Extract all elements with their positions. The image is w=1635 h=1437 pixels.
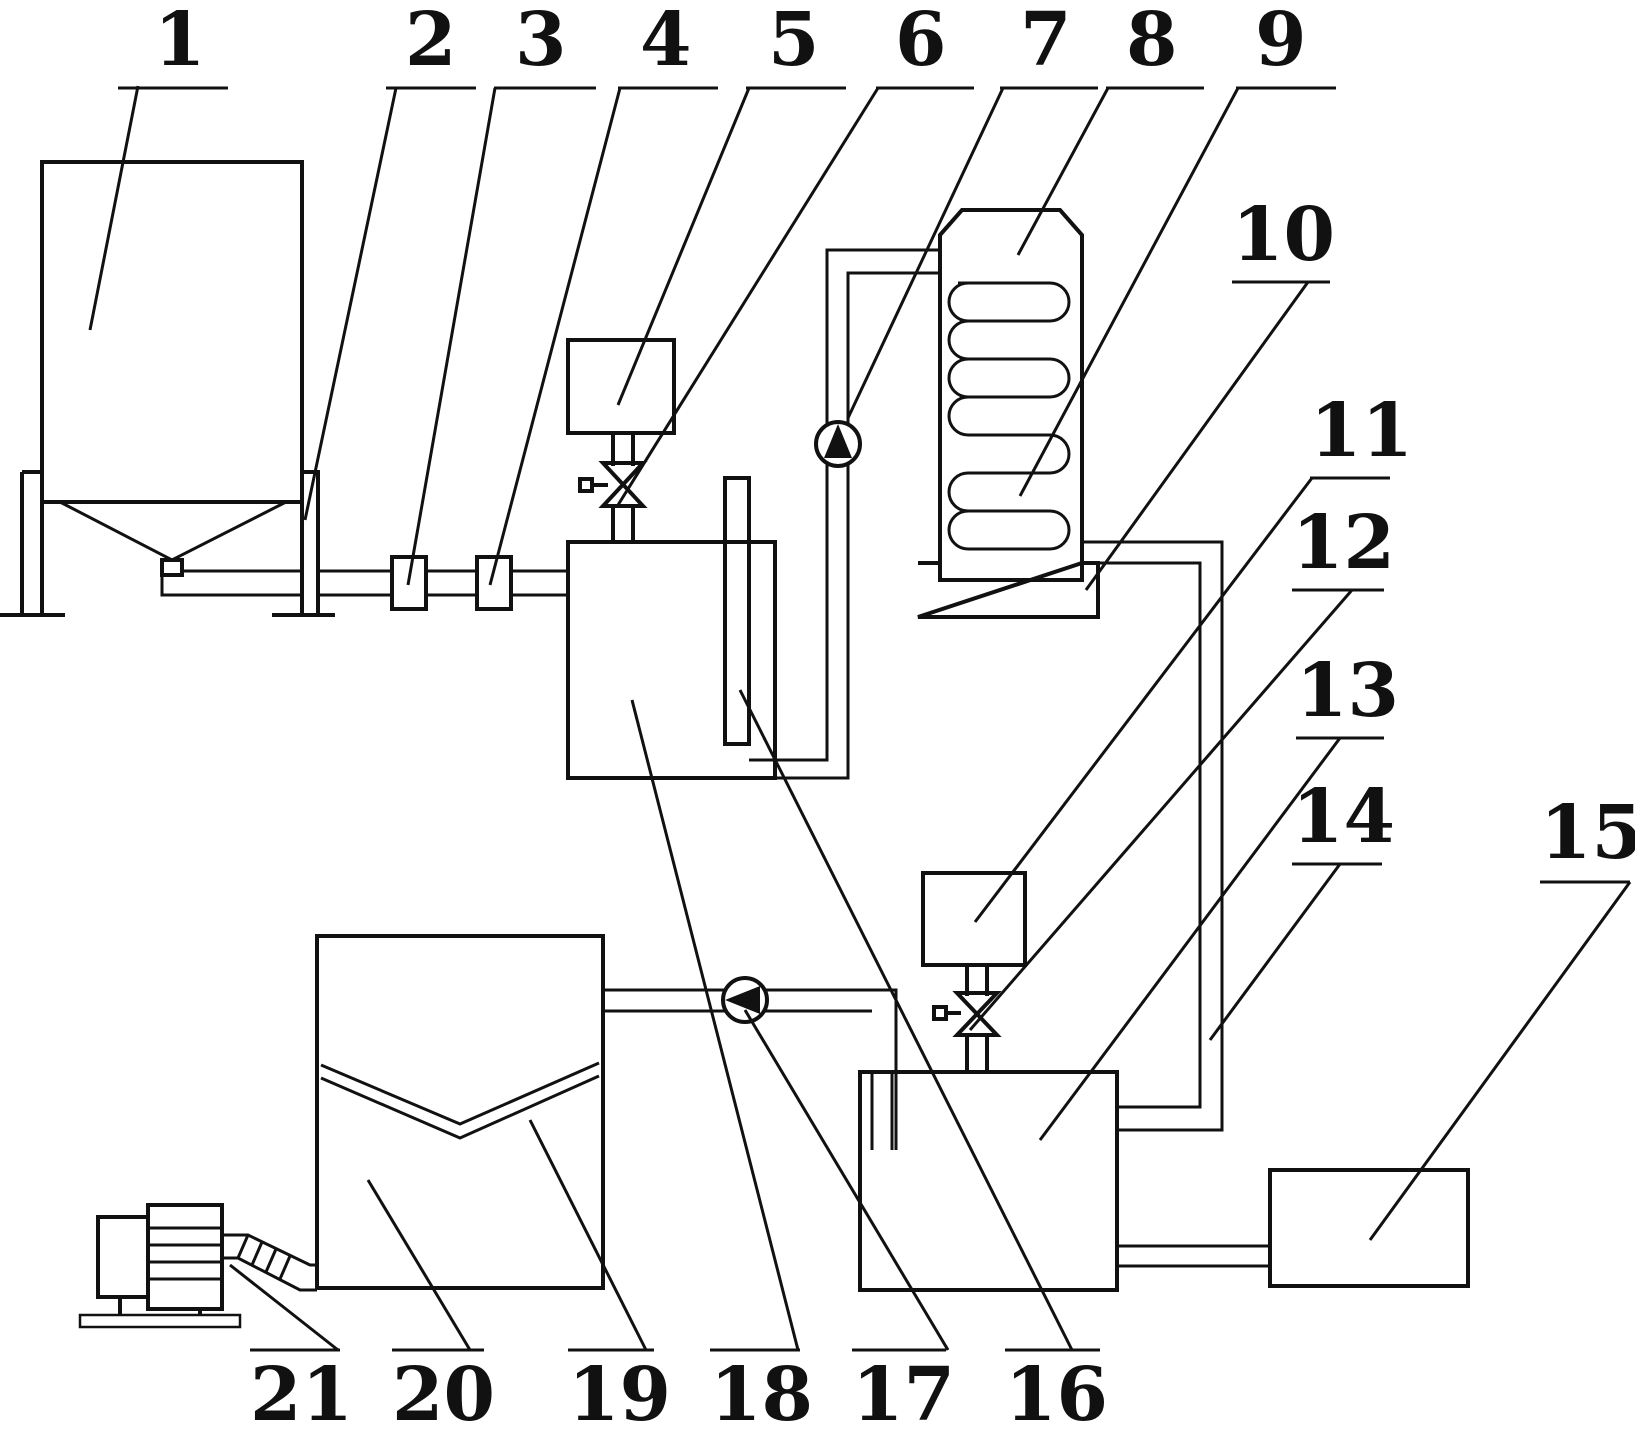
label-7: 7 — [1020, 0, 1072, 83]
valve-12 — [932, 965, 1002, 1072]
label-16: 16 — [1005, 1352, 1108, 1437]
inner-pipe-13 — [870, 1072, 894, 1150]
pipe-to-15 — [1117, 1244, 1270, 1268]
valve-6 — [578, 433, 648, 542]
inline-device-3 — [390, 555, 428, 611]
label-3: 3 — [515, 0, 567, 83]
vapor-pipe — [749, 248, 940, 780]
feed-pipe — [160, 560, 568, 597]
label-14: 14 — [1292, 774, 1395, 860]
label-13: 13 — [1296, 648, 1399, 734]
tank-18 — [566, 540, 777, 780]
label-8: 8 — [1126, 0, 1178, 83]
stand-2 — [272, 470, 335, 617]
column-8 — [938, 208, 1084, 582]
label-10: 10 — [1232, 192, 1335, 278]
label-19: 19 — [568, 1352, 671, 1437]
motor-box-11 — [921, 871, 1027, 967]
pump-17 — [721, 976, 769, 1024]
label-21: 21 — [250, 1352, 353, 1437]
coil-9 — [947, 281, 1071, 551]
label-15: 15 — [1540, 790, 1635, 876]
label-2: 2 — [405, 0, 457, 83]
label-12: 12 — [1292, 500, 1395, 586]
label-11: 11 — [1310, 388, 1413, 474]
label-9: 9 — [1255, 0, 1307, 83]
label-1: 1 — [154, 0, 206, 83]
number-labels: 1 2 3 4 5 6 7 8 9 10 11 12 13 14 15 16 1… — [118, 0, 1635, 1437]
leader-lines — [88, 85, 1632, 1352]
label-6: 6 — [895, 0, 947, 83]
label-4: 4 — [640, 0, 692, 83]
hopper-1 — [0, 160, 304, 617]
label-5: 5 — [768, 0, 820, 83]
receiver-10 — [917, 561, 1100, 619]
label-18: 18 — [710, 1352, 813, 1437]
label-20: 20 — [392, 1352, 495, 1437]
pump-7 — [814, 420, 862, 468]
label-17: 17 — [852, 1352, 955, 1437]
dip-tube-16 — [723, 476, 751, 746]
motor-21 — [78, 1203, 317, 1329]
sieve-19 — [320, 1061, 600, 1140]
motor-box-5 — [566, 338, 676, 435]
unit-15 — [1268, 1168, 1470, 1288]
return-pipe-14 — [1082, 540, 1224, 1132]
tank-20 — [315, 934, 605, 1290]
